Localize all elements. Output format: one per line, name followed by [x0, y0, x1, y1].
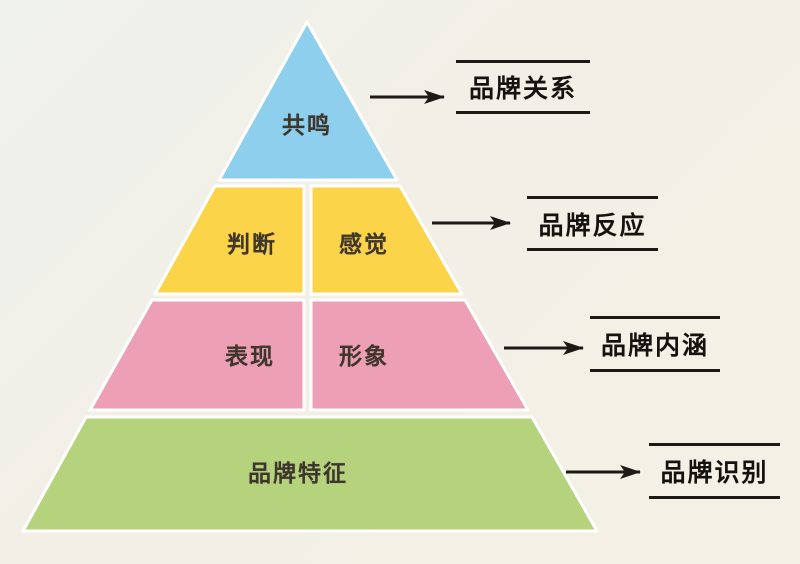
annotation-brand-identity: 品牌识别: [649, 443, 780, 499]
pyramid-tier-2-cell-judgments: [153, 184, 306, 296]
pyramid-tier-3-cell-performance: [88, 298, 306, 412]
pyramid-tier-4-salience: [21, 415, 599, 533]
annotation-brand-response: 品牌反应: [527, 196, 658, 251]
tier-3-label-imagery: 形象: [339, 343, 389, 369]
tier-2-label-judgments: 判断: [227, 231, 277, 257]
pyramid-tier-2-cell-feelings: [309, 184, 464, 296]
pyramid-tier-1-resonance: [217, 20, 399, 182]
tier-4-label-salience: 品牌特征: [248, 460, 348, 486]
annotation-brand-meaning: 品牌内涵: [590, 316, 720, 372]
tier-2-label-feelings: 感觉: [339, 231, 389, 257]
annotation-brand-relationship: 品牌关系: [456, 60, 590, 114]
tier-3-label-performance: 表现: [225, 343, 275, 369]
pyramid-tier-3-cell-imagery: [309, 298, 530, 412]
tier-1-label-resonance: 共鸣: [282, 112, 332, 138]
